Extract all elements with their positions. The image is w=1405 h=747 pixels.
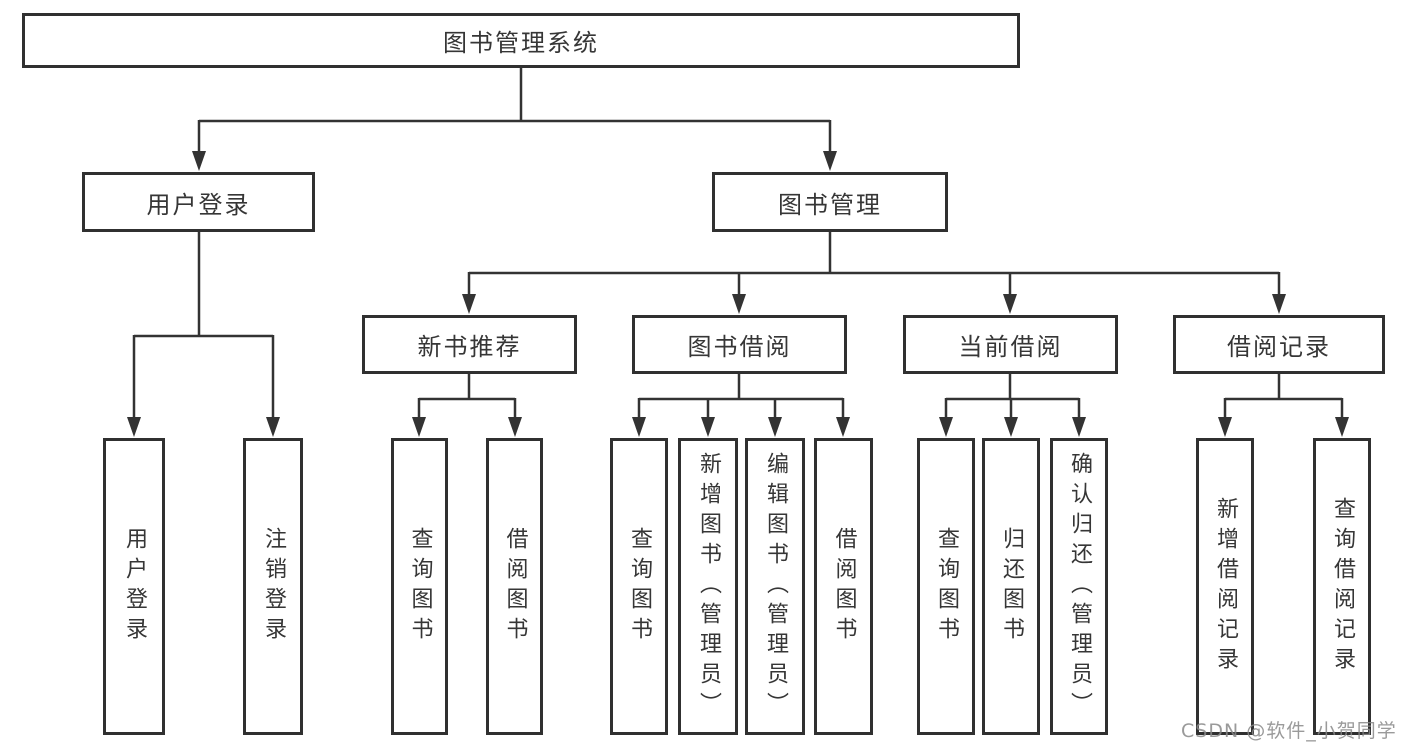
node-leaf-query-books-2: 查询图书: [610, 438, 668, 735]
node-current-borrowing: 当前借阅: [903, 315, 1118, 374]
node-leaf-query-books-1: 查询图书: [391, 438, 448, 735]
connector-borrowing: [637, 374, 845, 423]
node-leaf-query-borrow-record: 查询借阅记录: [1313, 438, 1371, 735]
connector-user-login: [132, 232, 275, 423]
node-root-system: 图书管理系统: [22, 13, 1020, 68]
csdn-watermark: CSDN @软件_小贺同学: [1181, 720, 1397, 742]
node-book-borrowing: 图书借阅: [632, 315, 847, 374]
node-leaf-borrow-books-1: 借阅图书: [486, 438, 543, 735]
node-new-book-recommend: 新书推荐: [362, 315, 577, 374]
node-leaf-query-books-3: 查询图书: [917, 438, 975, 735]
node-user-login: 用户登录: [82, 172, 315, 232]
node-leaf-add-borrow-record: 新增借阅记录: [1196, 438, 1254, 735]
node-book-management: 图书管理: [712, 172, 948, 232]
node-leaf-user-login: 用户登录: [103, 438, 165, 735]
node-leaf-logout: 注销登录: [243, 438, 303, 735]
node-leaf-borrow-books-2: 借阅图书: [814, 438, 873, 735]
arrowheads: [127, 151, 1349, 437]
connector-root: [197, 68, 832, 158]
connector-current: [944, 374, 1081, 423]
node-leaf-add-books-admin: 新增图书（管理员）: [678, 438, 738, 735]
node-leaf-edit-books-admin: 编辑图书（管理员）: [745, 438, 805, 735]
connector-records: [1223, 374, 1344, 423]
node-leaf-return-books: 归还图书: [982, 438, 1040, 735]
connector-new-books: [417, 374, 517, 423]
node-borrowing-records: 借阅记录: [1173, 315, 1385, 374]
connector-book-mgmt: [467, 232, 1281, 300]
node-leaf-confirm-return-admin: 确认归还（管理员）: [1050, 438, 1108, 735]
